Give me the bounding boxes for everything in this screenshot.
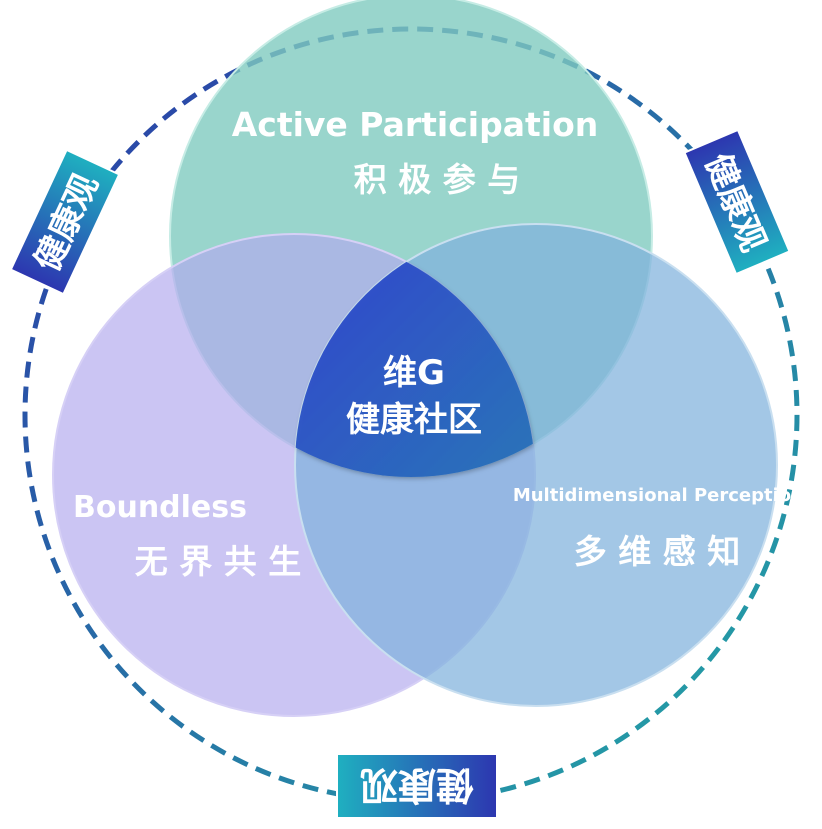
left-circle-chinese-label: 无 界 共 生 [135, 542, 301, 581]
tag-right: 健康观 [683, 128, 791, 276]
left-circle-english-label: Boundless [73, 490, 247, 525]
center-title-line1: 维G [383, 353, 445, 393]
center-title-line2: 健康社区 [346, 400, 482, 440]
right-circle-chinese-label: 多 维 感 知 [574, 532, 740, 571]
right-circle-english-label: Multidimensional Perceptio [513, 485, 791, 506]
tag-bottom: 健康观 [336, 753, 498, 819]
top-circle-english-label: Active Participation [232, 105, 599, 144]
tag-left: 健康观 [9, 148, 121, 296]
top-circle-chinese-label: 积 极 参 与 [354, 160, 520, 199]
center-intersection [295, 234, 535, 477]
tag-bottom-text: 健康观 [360, 763, 474, 807]
